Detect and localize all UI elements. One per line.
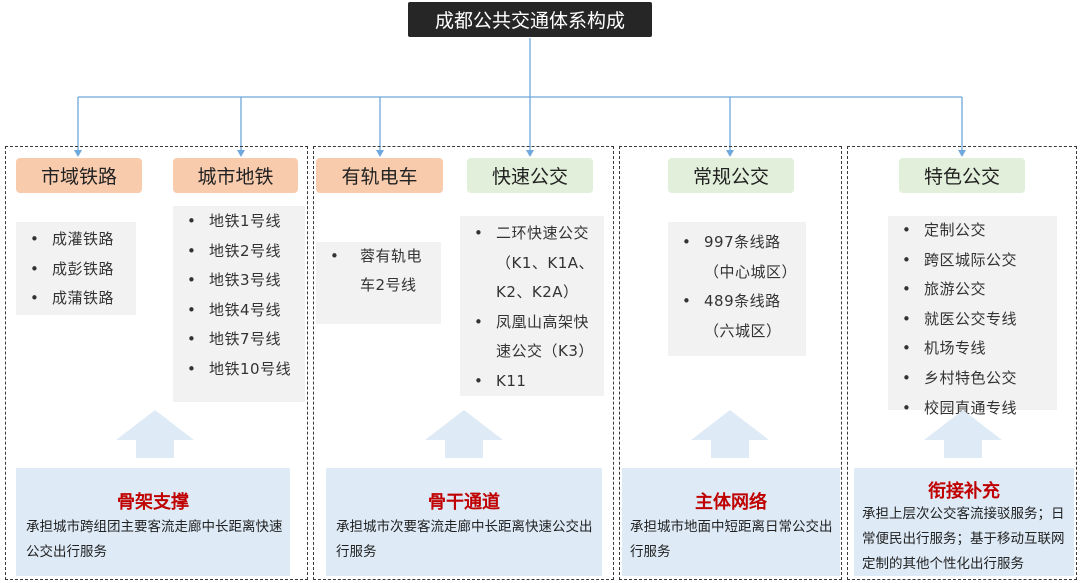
group-tram-brt	[313, 146, 614, 580]
header-tram: 有轨电车	[316, 158, 443, 193]
list-item: 997条线路（中心城区）	[668, 228, 806, 287]
group-special-bus	[847, 146, 1077, 580]
list-item: 旅游公交	[888, 275, 1057, 305]
role-title: 主体网络	[695, 492, 767, 513]
up-arrow-icon	[116, 410, 194, 458]
role-box-backbone: 骨干通道 承担城市次要客流走廊中长距离快速公交出行服务	[326, 468, 602, 576]
diagram-title: 成都公共交通体系构成	[408, 2, 652, 37]
header-metro: 城市地铁	[173, 158, 298, 193]
up-arrow-icon	[924, 410, 1002, 458]
list-item: 地铁4号线	[173, 296, 305, 326]
list-item: 凤凰山高架快速公交（K3）	[460, 308, 604, 367]
list-item: 地铁1号线	[173, 207, 305, 237]
role-title: 骨架支撑	[117, 492, 189, 513]
role-box-supplement: 衔接补充 承担上层次公交客流接驳服务；日常便民出行服务；基于移动互联网定制的其他…	[854, 468, 1074, 576]
list-item: 地铁7号线	[173, 325, 305, 355]
role-description: 承担城市地面中短距离日常公交出行服务	[630, 519, 833, 560]
list-item: 二环快速公交（K1、K1A、K2、K2A）	[460, 219, 604, 308]
list-item: 成灌铁路	[16, 225, 136, 255]
list-tram: 蓉有轨电车2号线	[316, 242, 441, 324]
list-item: 校园直通专线	[888, 394, 1057, 424]
list-regular-bus: 997条线路（中心城区） 489条线路（六城区）	[668, 222, 806, 356]
list-item: 489条线路（六城区）	[668, 287, 806, 346]
role-box-skeleton: 骨架支撑 承担城市跨组团主要客流走廊中长距离快速公交出行服务	[16, 468, 290, 576]
list-item: 地铁10号线	[173, 355, 305, 385]
list-item: 乡村特色公交	[888, 364, 1057, 394]
list-item: 地铁3号线	[173, 266, 305, 296]
list-item: 机场专线	[888, 334, 1057, 364]
list-brt: 二环快速公交（K1、K1A、K2、K2A） 凤凰山高架快速公交（K3） K11	[460, 216, 604, 396]
list-item: 地铁2号线	[173, 237, 305, 267]
role-description: 承担上层次公交客流接驳服务；日常便民出行服务；基于移动互联网定制的其他个性化出行…	[862, 506, 1065, 572]
list-item: 成彭铁路	[16, 255, 136, 285]
list-item: 定制公交	[888, 216, 1057, 246]
list-special-bus: 定制公交 跨区城际公交 旅游公交 就医公交专线 机场专线 乡村特色公交 校园直通…	[888, 216, 1057, 423]
group-rail	[5, 146, 308, 580]
group-regular-bus	[619, 146, 842, 580]
role-title: 衔接补充	[928, 481, 1000, 502]
list-city-railway: 成灌铁路 成彭铁路 成蒲铁路	[16, 222, 136, 315]
role-description: 承担城市跨组团主要客流走廊中长距离快速公交出行服务	[26, 519, 283, 560]
header-brt: 快速公交	[467, 158, 593, 193]
list-item: 跨区城际公交	[888, 246, 1057, 276]
list-item: 蓉有轨电车2号线	[316, 242, 441, 300]
list-item: 就医公交专线	[888, 305, 1057, 335]
role-box-main-network: 主体网络 承担城市地面中短距离日常公交出行服务	[622, 468, 840, 576]
role-description: 承担城市次要客流走廊中长距离快速公交出行服务	[336, 519, 593, 560]
header-regular-bus: 常规公交	[668, 158, 794, 193]
role-title: 骨干通道	[428, 492, 500, 513]
list-metro: 地铁1号线 地铁2号线 地铁3号线 地铁4号线 地铁7号线 地铁10号线	[173, 206, 305, 402]
header-city-railway: 市域铁路	[16, 158, 142, 193]
up-arrow-icon	[691, 410, 769, 458]
list-item: 成蒲铁路	[16, 284, 136, 314]
header-special-bus: 特色公交	[899, 158, 1025, 193]
list-item: K11	[460, 367, 604, 397]
up-arrow-icon	[425, 410, 503, 458]
